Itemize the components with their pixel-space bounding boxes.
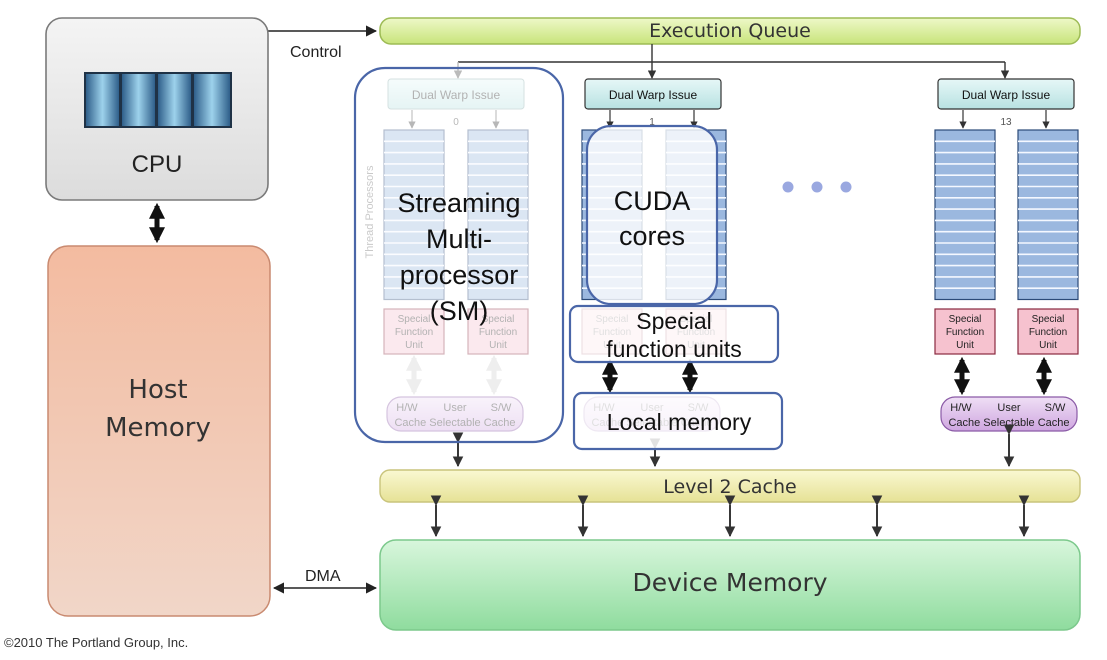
sfu-label-line3: Unit — [956, 340, 974, 351]
local-memory-callout-label: Local memory — [607, 409, 752, 435]
cpu-core-chip — [86, 74, 119, 126]
execution-queue: Execution Queue — [379, 17, 1081, 45]
cache-user-label: User — [443, 402, 467, 414]
sm-0: Dual Warp Issue 0 Thread Processors Spec… — [364, 78, 529, 432]
sfu-label-line3: Unit — [405, 340, 423, 351]
dual-warp-issue-label: Dual Warp Issue — [609, 88, 698, 102]
dma-label: DMA — [305, 568, 341, 585]
cache-hw-label: H/W — [396, 402, 418, 414]
special-function-units-callout: Special function units — [568, 304, 780, 364]
cache-user-label: User — [997, 402, 1021, 414]
sfu-label-line2: Function — [1029, 327, 1067, 338]
cache-sw-label: S/W — [1045, 402, 1066, 414]
level2-cache-label: Level 2 Cache — [663, 476, 796, 498]
sm-index: 13 — [1000, 117, 1012, 128]
cpu-label: CPU — [132, 151, 183, 178]
ellipsis-dot — [840, 181, 852, 193]
sfu-label-line1: Special — [398, 314, 431, 325]
dma-connector: DMA — [272, 568, 378, 594]
cpu-core-chip — [158, 74, 191, 126]
cache-hw-label: H/W — [950, 402, 972, 414]
sm-index: 1 — [649, 117, 655, 128]
copyright-notice: ©2010 The Portland Group, Inc. — [4, 635, 188, 650]
sfu-label-line2: Function — [946, 327, 984, 338]
l1-to-l2-arrows — [452, 424, 1015, 468]
level2-cache: Level 2 Cache — [379, 469, 1081, 503]
l1-cache-shared-memory: H/W User S/W Cache Selectable Cache — [940, 396, 1078, 432]
sm-callout-line1: Streaming — [397, 188, 520, 218]
cuda-cores-callout: CUDA cores — [585, 124, 719, 306]
queue-feed-arrows — [453, 44, 1010, 79]
thread-processors-label: Thread Processors — [364, 165, 376, 258]
sm-index: 0 — [453, 117, 459, 128]
sfu-callout-line1: Special — [636, 308, 711, 334]
cuda-core-column — [467, 129, 529, 301]
l2-device-arrows — [430, 495, 1030, 538]
control-connector: Control — [268, 25, 378, 61]
execution-queue-label: Execution Queue — [649, 20, 811, 42]
local-memory-callout: Local memory — [572, 391, 784, 451]
sfu-label-line1: Special — [482, 314, 515, 325]
device-memory: Device Memory — [379, 539, 1081, 631]
sm-callout-line4: (SM) — [430, 296, 488, 326]
ellipsis-dot — [782, 181, 794, 193]
dual-warp-issue — [387, 78, 525, 110]
host-memory-block: Host Memory — [47, 245, 271, 617]
sfu-label-line1: Special — [1032, 314, 1065, 325]
l1-cache-shared-memory: H/W User S/W Cache Selectable Cache — [386, 396, 524, 432]
cuda-core-column — [934, 129, 996, 301]
cuda-core-column — [1017, 129, 1079, 301]
sfu-label-line3: Unit — [489, 340, 507, 351]
dual-warp-issue-label: Dual Warp Issue — [962, 88, 1051, 102]
sm-callout-line2: Multi- — [426, 224, 492, 254]
sm-callout: Streaming Multi- processor (SM) — [353, 66, 565, 444]
cpu-core-chip — [194, 74, 230, 126]
sm-callout-line3: processor — [400, 260, 519, 290]
sfu-callout-line2: function units — [606, 336, 742, 362]
cpu-core-chip — [122, 74, 155, 126]
cache-mode-label: Cache Selectable Cache — [394, 417, 515, 429]
cpu-block: CPU — [45, 17, 269, 201]
control-label: Control — [290, 44, 342, 61]
cache-sw-label: S/W — [491, 402, 512, 414]
cuda-core-column — [383, 129, 445, 301]
host-memory-label-line1: Host — [128, 375, 187, 405]
cuda-callout-line1: CUDA — [614, 186, 691, 216]
dual-warp-issue — [937, 78, 1075, 110]
sfu-label-line1: Special — [949, 314, 982, 325]
sfu-label-line2: Function — [479, 327, 517, 338]
cuda-callout-line2: cores — [619, 221, 685, 251]
dual-warp-issue-label: Dual Warp Issue — [412, 88, 501, 102]
ellipsis-dot — [811, 181, 823, 193]
device-memory-label: Device Memory — [632, 568, 827, 597]
host-memory-label-line2: Memory — [105, 413, 211, 443]
dual-warp-issue — [584, 78, 722, 110]
sfu-label-line2: Function — [395, 327, 433, 338]
cache-mode-label: Cache Selectable Cache — [948, 417, 1069, 429]
more-sms-ellipsis — [782, 181, 852, 193]
sfu-label-line3: Unit — [1039, 340, 1057, 351]
